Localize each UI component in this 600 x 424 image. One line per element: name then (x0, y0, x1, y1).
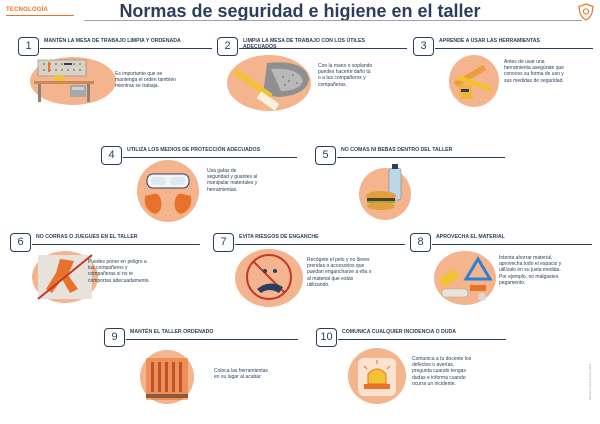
rule-description: Intenta ahorrar material, aprovecha todo… (499, 255, 562, 286)
rule-number: 4 (101, 146, 122, 165)
tools-icon (453, 64, 493, 99)
rule-number: 1 (18, 37, 39, 56)
heading-rule (235, 244, 405, 245)
rule-number: 3 (413, 37, 434, 56)
heading-rule (432, 244, 592, 245)
heading-rule (239, 48, 407, 49)
illustration-backdrop (137, 160, 199, 222)
rule-description: Recógete el pelo y no lleves prendas o a… (307, 257, 372, 288)
heading-rule (123, 157, 297, 158)
shield-crest-icon (578, 3, 594, 21)
heading-rule (435, 48, 593, 49)
workbench-icon (34, 59, 94, 102)
rule-description: Coloca las herramientas en su lugar al a… (214, 368, 268, 381)
heading-rule (338, 339, 506, 340)
subject-label: TECNOLOGÍA (6, 7, 48, 13)
rule-heading: EVITA RIESGOS DE ENGANCHE (239, 234, 319, 240)
alarm-light-icon (358, 358, 396, 396)
heading-rule (40, 48, 212, 49)
rule-description: Es importante que se mantenga el orden t… (115, 71, 176, 90)
heading-rule (337, 157, 505, 158)
rule-heading: NO CORRAS O JUEGUES EN EL TALLER (36, 234, 138, 240)
goggles-gloves-icon (144, 173, 192, 214)
food-drink-icon (366, 164, 402, 210)
entanglement-icon (246, 254, 292, 300)
rule-description: Con la mano o soplando puedes hacerte da… (318, 63, 373, 88)
rule-heading: APRENDE A USAR LAS HERRAMIENTAS (439, 38, 540, 44)
rule-description: Antes de usar una herramienta asegúrate … (504, 59, 565, 84)
rule-number: 5 (315, 146, 336, 165)
rule-description: Usa gafas de seguridad y guantes al mani… (207, 168, 258, 193)
rule-number: 9 (104, 328, 125, 347)
subject-underline (6, 15, 74, 16)
rule-number: 10 (316, 328, 337, 347)
rule-heading: MANTÉN EL TALLER ORDENADO (130, 329, 214, 335)
rule-number: 2 (217, 37, 238, 56)
rule-heading: COMUNICA CUALQUIER INCIDENCIA O DUDA (342, 329, 457, 335)
heading-rule (32, 244, 200, 245)
rule-heading: LIMPIA LA MESA DE TRABAJO CON LOS ÚTILES… (243, 38, 365, 50)
rule-heading: UTILIZA LOS MEDIOS DE PROTECCIÓN ADECUAD… (127, 147, 261, 153)
no-running-icon (37, 254, 93, 300)
rule-description: Comunica a tu docente los defectos o ave… (412, 356, 472, 387)
recycle-materials-icon (438, 256, 493, 301)
rule-heading: APROVECHA EL MATERIAL (436, 234, 505, 240)
page-header: TECNOLOGÍA Normas de seguridad e higiene… (0, 0, 600, 22)
rule-number: 8 (410, 233, 431, 252)
rule-number: 7 (213, 233, 234, 252)
rule-heading: MANTÉN LA MESA DE TRABAJO LIMPIA Y ORDEN… (44, 38, 181, 44)
rule-description: Puedes poner en peligro a tus compañeros… (88, 259, 150, 284)
page-title: Normas de seguridad e higiene en el tall… (119, 1, 481, 21)
brush-dustpan-icon (233, 62, 309, 111)
tool-rack-icon (146, 358, 188, 400)
heading-rule (126, 339, 298, 340)
rule-number: 6 (10, 233, 31, 252)
title-underline (84, 20, 582, 21)
rule-heading: NO COMAS NI BEBAS DENTRO DEL TALLER (341, 147, 453, 153)
side-credit: Mariana Viana Castro 2021 (588, 363, 592, 400)
